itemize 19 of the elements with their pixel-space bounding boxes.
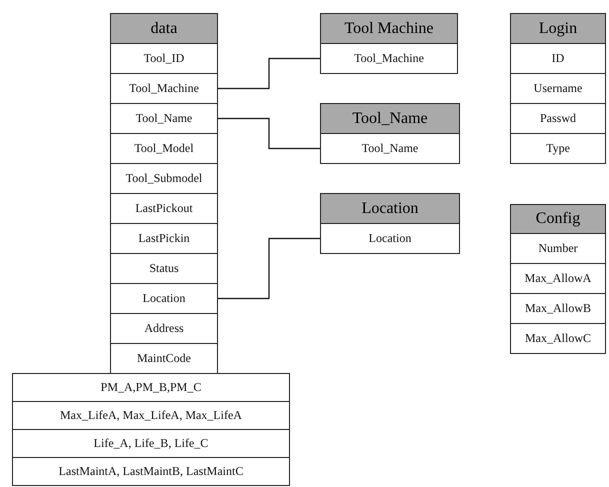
field-row: Max_LifeA, Max_LifeA, Max_LifeA	[12, 401, 290, 430]
table-card	[320, 193, 460, 253]
connector-line	[218, 118, 320, 150]
table-card	[320, 13, 458, 73]
table-header: Location	[321, 194, 459, 224]
connector-line	[218, 58, 320, 90]
table-header: Config	[511, 205, 605, 234]
field-row: LastMaintA, LastMaintB, LastMaintC	[12, 457, 290, 486]
table-header: Tool_Name	[321, 104, 459, 134]
table-card	[320, 103, 460, 163]
table-card	[510, 204, 606, 353]
table-card	[510, 13, 606, 163]
field-row: Life_A, Life_B, Life_C	[12, 429, 290, 458]
table-header: Tool Machine	[321, 14, 457, 44]
table-header: Login	[511, 14, 605, 44]
table-header: data	[111, 14, 217, 44]
table-card	[110, 13, 218, 373]
connector-line	[218, 238, 320, 300]
field-row: PM_A,PM_B,PM_C	[12, 373, 290, 402]
